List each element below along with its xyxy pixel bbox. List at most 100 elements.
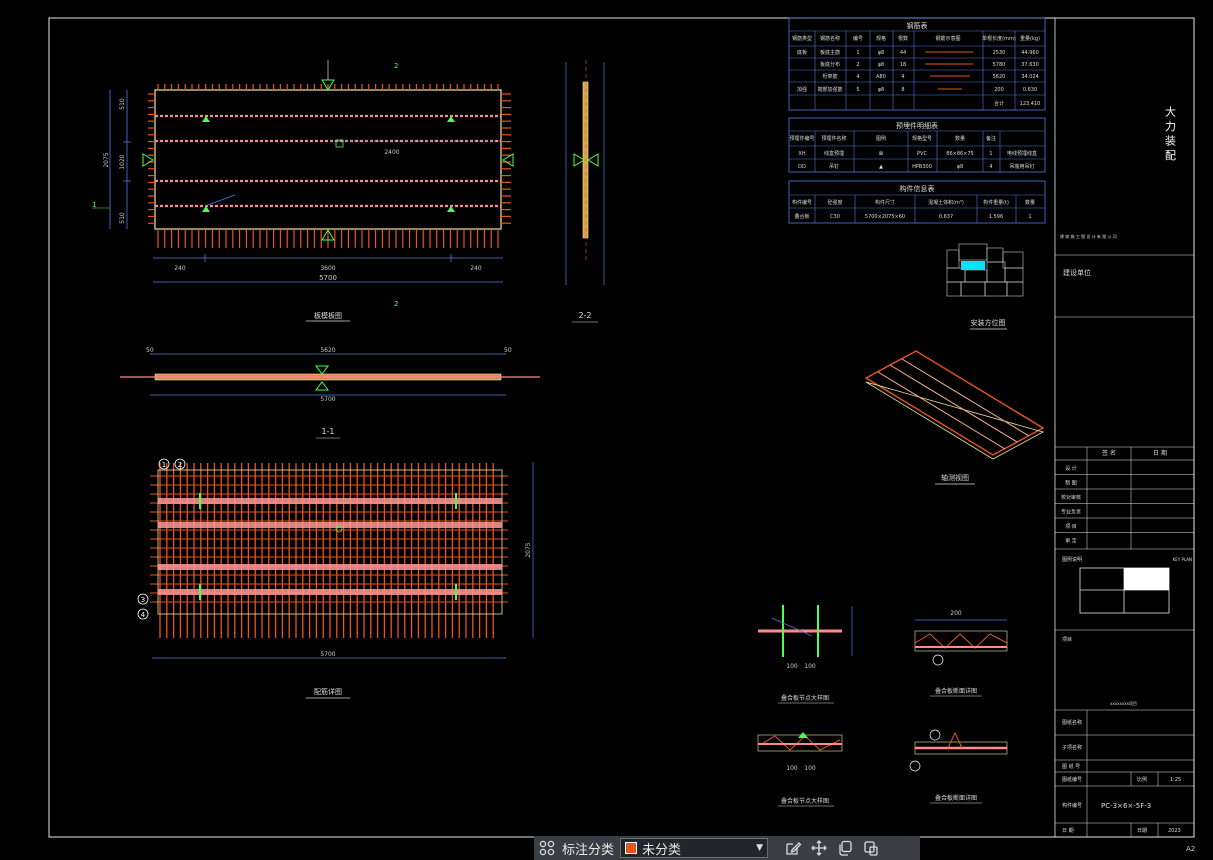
table-header-cell: 构件编号 bbox=[792, 199, 812, 206]
section-2-2-view: 2-2 bbox=[565, 60, 605, 323]
svg-text:日 期: 日 期 bbox=[1153, 449, 1167, 457]
rebar-plan-view: 1 2 3 4 5700 2075 配筋详图 bbox=[137, 458, 534, 699]
table-cell: 电线预埋线盒 bbox=[1007, 150, 1037, 157]
table-header-cell: 预埋件名称 bbox=[821, 135, 846, 142]
detail-node-1: 100 100 叠合板节点大样图 bbox=[758, 605, 853, 704]
table-cell: ⊠ bbox=[879, 151, 883, 157]
svg-text:100: 100 bbox=[804, 663, 816, 670]
category-dropdown[interactable]: 未分类 ▼ bbox=[620, 838, 769, 858]
svg-text:安装方位图: 安装方位图 bbox=[971, 318, 1006, 327]
svg-text:轴测视图: 轴测视图 bbox=[941, 473, 969, 482]
svg-text:50: 50 bbox=[504, 347, 512, 354]
svg-text:2: 2 bbox=[394, 62, 398, 70]
table-cell: 5 bbox=[856, 87, 859, 93]
svg-text:项目: 项目 bbox=[1062, 637, 1072, 643]
svg-text:200: 200 bbox=[950, 610, 962, 617]
table-cell: 端部加强筋 bbox=[817, 86, 842, 93]
rebar-schedule-table: 钢筋表 钢筋类型钢筋名称编号规格根数钢筋示意图单根长度(mm)重量(kg)底板板… bbox=[788, 17, 1046, 111]
grid-apps-icon[interactable] bbox=[534, 836, 560, 860]
table-cell: 1.596 bbox=[989, 214, 1003, 220]
table-cell: 0.637 bbox=[939, 214, 953, 220]
table-header-cell: 规格 bbox=[876, 35, 886, 42]
svg-text:子项名称: 子项名称 bbox=[1062, 744, 1082, 751]
table-cell: HPB300 bbox=[912, 164, 932, 170]
table-header-cell: 规格型号 bbox=[912, 135, 932, 142]
svg-text:图纸名称: 图纸名称 bbox=[1062, 719, 1082, 726]
table-header-cell: 重量(kg) bbox=[1020, 35, 1040, 42]
paste-icon[interactable] bbox=[858, 836, 884, 860]
category-label: 标注分类 bbox=[562, 842, 615, 858]
svg-text:240: 240 bbox=[174, 265, 186, 272]
table-cell: 37.630 bbox=[1021, 62, 1039, 68]
table-header-cell: 钢筋类型 bbox=[792, 35, 812, 42]
svg-text:xxxxxxxx项目: xxxxxxxx项目 bbox=[1110, 700, 1137, 706]
table-header-cell: 单根长度(mm) bbox=[982, 35, 1016, 42]
svg-text:叠合板节点大样图: 叠合板节点大样图 bbox=[781, 694, 829, 702]
annotation-toolbar: 标注分类 未分类 ▼ bbox=[534, 836, 920, 860]
svg-text:1: 1 bbox=[162, 461, 166, 469]
table-cell: 桁架筋 bbox=[822, 73, 837, 80]
svg-text:3600: 3600 bbox=[320, 265, 335, 272]
table-cell: 4 bbox=[989, 164, 992, 170]
table-header-cell: 钢筋示意图 bbox=[935, 35, 960, 42]
svg-text:5700: 5700 bbox=[319, 274, 337, 282]
svg-text:钢筋表: 钢筋表 bbox=[907, 21, 928, 30]
table-cell: φ8 bbox=[878, 50, 884, 56]
svg-text:2-2: 2-2 bbox=[578, 311, 591, 320]
signature-row-label: 项 目 bbox=[1065, 524, 1077, 530]
table-cell: 1 bbox=[989, 151, 992, 157]
detail-section-1: 200 叠合板断面详图 bbox=[914, 610, 1008, 697]
svg-text:2: 2 bbox=[394, 300, 398, 308]
svg-text:建设单位: 建设单位 bbox=[1063, 268, 1091, 277]
svg-text:构件信息表: 构件信息表 bbox=[900, 184, 935, 193]
install-position-diagram: 安装方位图 bbox=[946, 243, 1024, 330]
signature-row-label: 设 计 bbox=[1065, 465, 1077, 472]
table-cell: 加强 bbox=[797, 86, 807, 93]
chevron-down-icon: ▼ bbox=[756, 843, 764, 853]
table-cell: C30 bbox=[830, 214, 840, 220]
copy-icon[interactable] bbox=[832, 836, 858, 860]
table-cell: 合计 bbox=[994, 100, 1004, 107]
table-cell: 5780 bbox=[993, 62, 1006, 68]
svg-text:图 纸 号: 图 纸 号 bbox=[1062, 763, 1080, 770]
svg-text:100: 100 bbox=[786, 663, 798, 670]
svg-text:3: 3 bbox=[141, 596, 145, 604]
table-cell: DD bbox=[798, 164, 806, 170]
svg-text:大 力 装 配: 大 力 装 配 bbox=[1164, 105, 1177, 161]
table-cell: A80 bbox=[876, 74, 886, 80]
table-cell: 线盒预埋 bbox=[824, 150, 844, 157]
svg-text:5700: 5700 bbox=[320, 651, 335, 658]
svg-text:1020: 1020 bbox=[119, 154, 126, 169]
svg-text:日期: 日期 bbox=[1137, 828, 1147, 834]
svg-text:比例: 比例 bbox=[1137, 776, 1147, 783]
table-cell: 吊装用吊钉 bbox=[1009, 163, 1034, 170]
table-header-cell: 图例 bbox=[876, 135, 886, 142]
table-cell: 200 bbox=[994, 87, 1004, 93]
svg-text:510: 510 bbox=[119, 212, 126, 224]
move-icon[interactable] bbox=[806, 836, 832, 860]
sheet-size-label: A2 bbox=[1186, 845, 1196, 853]
edit-icon[interactable] bbox=[780, 836, 806, 860]
signature-row-label: 专业负责 bbox=[1061, 509, 1081, 516]
table-cell: 0.630 bbox=[1023, 87, 1037, 93]
category-color-swatch bbox=[625, 842, 638, 854]
title-block: 大 力 装 配 建 筑 施 工 图 设 计 有 限 公 司 建设单位 签 名 日… bbox=[1054, 18, 1194, 837]
table-header-cell: 编号 bbox=[853, 35, 863, 42]
table-header-cell: 构件重量(t) bbox=[983, 199, 1009, 206]
signature-row-label: 校对审核 bbox=[1061, 494, 1081, 501]
table-cell: 叠合板 bbox=[794, 213, 809, 220]
table-cell: 8 bbox=[901, 87, 904, 93]
table-cell: XH bbox=[798, 151, 805, 157]
table-header-cell: 混凝土体积(m³) bbox=[928, 199, 964, 206]
svg-text:KEY PLAN: KEY PLAN bbox=[1173, 557, 1192, 562]
plan-view: 2 2 1 5700 3600 240 240 2400 2075 510 10… bbox=[92, 60, 514, 322]
svg-text:1-1: 1-1 bbox=[321, 427, 334, 436]
table-header-cell: 根数 bbox=[898, 35, 908, 42]
table-cell: 底板 bbox=[797, 49, 807, 56]
table-cell: 123.410 bbox=[1020, 101, 1041, 107]
svg-text:叠合板断面详图: 叠合板断面详图 bbox=[935, 687, 977, 695]
svg-text:2023: 2023 bbox=[1168, 828, 1181, 834]
table-cell: 86×86×75 bbox=[946, 151, 973, 157]
svg-text:预埋件明细表: 预埋件明细表 bbox=[896, 121, 938, 130]
